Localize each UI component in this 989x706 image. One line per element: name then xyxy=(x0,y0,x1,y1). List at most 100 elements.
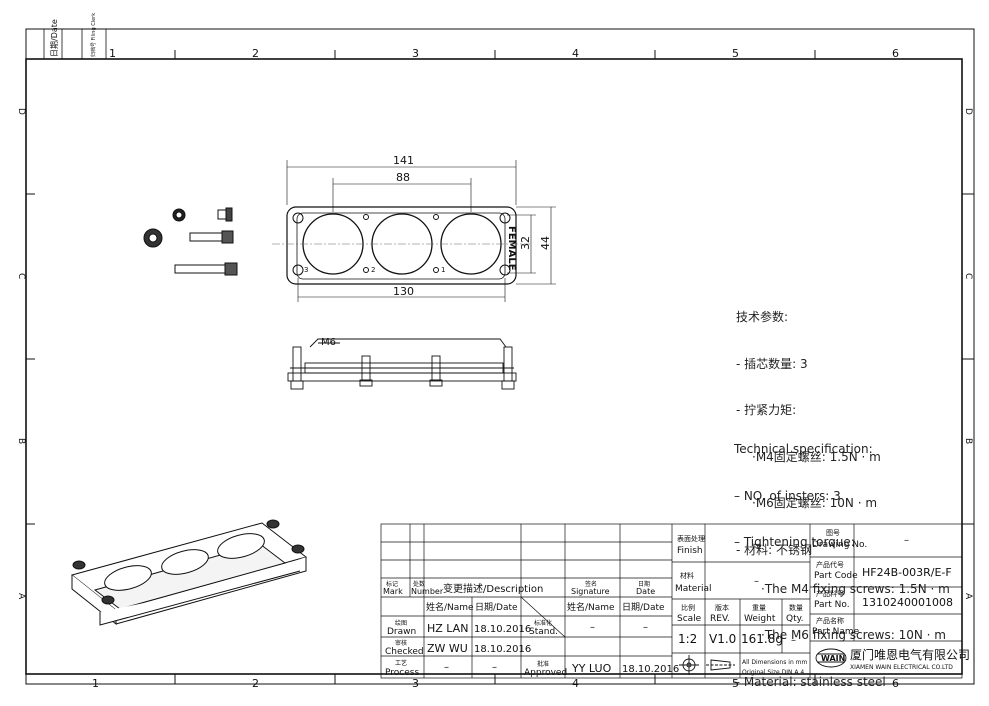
logo-text: WAIN xyxy=(821,654,845,663)
signature-cn: 签名 xyxy=(585,580,597,588)
mark-en: Mark xyxy=(383,587,403,596)
frame-isometric-view xyxy=(70,519,308,626)
spec-en-line: – Material: stainless steel xyxy=(734,674,886,689)
spec-cn-title: 技术参数: xyxy=(736,310,789,324)
col-label: 1 xyxy=(92,677,99,690)
pin-label: 3 xyxy=(304,266,308,274)
mark-cn: 标记 xyxy=(386,580,398,588)
spec-cn-line: - 拧紧力矩: xyxy=(736,403,797,417)
col-label: 1 xyxy=(109,47,116,60)
process-date: – xyxy=(492,662,497,673)
part-name-cn: 产品名称 xyxy=(816,616,844,625)
filing-strip-label: 归档号 Filing Clerk xyxy=(90,13,97,57)
date-strip-label: 日期/Date xyxy=(50,19,59,57)
company-en: XIAMEN WAIN ELECTRICAL CO.LTD xyxy=(850,664,953,671)
col-label: 4 xyxy=(572,677,579,690)
scale-value: 1:2 xyxy=(678,632,697,646)
name-header: 姓名/Name xyxy=(426,601,474,613)
date-en: Date xyxy=(636,587,655,596)
dimension-inner: 88 xyxy=(396,171,410,184)
approved-cn: 批准 xyxy=(537,660,549,668)
spec-cn-line: - 插芯数量: 3 xyxy=(736,356,808,371)
part-no-cn: 产品料号 xyxy=(816,589,844,598)
checked-cn: 审核 xyxy=(395,639,407,647)
scale-cn: 比例 xyxy=(681,603,695,612)
dimensions-note: All Dimensions in mm xyxy=(742,659,807,666)
checked-date: 18.10.2016 xyxy=(474,644,531,655)
spec-cn-line: ·M4固定螺丝: 1.5N · m xyxy=(752,449,881,464)
drawn-name: HZ LAN xyxy=(427,622,468,635)
spec-en-line: – Tightening torque: xyxy=(734,535,855,549)
date-header: 日期/Date xyxy=(475,602,518,613)
col-label: 6 xyxy=(892,47,899,60)
spec-en: Technical specification: – NO. of inster… xyxy=(734,411,950,706)
standard-cn: 标准化 xyxy=(534,619,552,627)
dimension-base: 130 xyxy=(393,285,414,298)
weight-cn: 重量 xyxy=(752,604,766,612)
approved-name: YY LUO xyxy=(571,662,612,675)
col-label: 6 xyxy=(892,677,899,690)
screw-set xyxy=(143,207,238,276)
dimensions xyxy=(286,160,556,302)
spec-cn: 技术参数: - 插芯数量: 3 - 拧紧力矩: ·M4固定螺丝: 1.5N · … xyxy=(736,279,881,574)
grid-columns: 1 2 3 4 5 6 1 2 3 4 5 6 xyxy=(92,47,899,690)
col-label: 3 xyxy=(412,677,419,690)
dimension-height-outer: 44 xyxy=(539,236,552,250)
title-block-grid xyxy=(380,523,963,679)
standard-date: – xyxy=(643,622,648,633)
qty-value: – xyxy=(791,635,796,646)
spec-en-title: Technical specification: xyxy=(734,442,873,456)
pin-label: 1 xyxy=(441,266,445,274)
drawing-no-en: Drawing No. xyxy=(812,540,867,550)
rev-en: REV. xyxy=(710,614,730,624)
spec-en-line: ·The M4 fixing screws: 1.5N · m xyxy=(761,581,950,596)
drawn-en: Drawn xyxy=(387,627,416,637)
finish-cn: 表面处理 xyxy=(677,534,705,543)
rev-cn: 版本 xyxy=(715,603,729,612)
spec-cn-line: - 材料: 不锈钢 xyxy=(736,542,813,557)
finish-en: Finish xyxy=(677,546,703,556)
col-label: 3 xyxy=(412,47,419,60)
scale-en: Scale xyxy=(677,614,702,624)
frame-side-view xyxy=(287,338,517,390)
standard-name: – xyxy=(590,622,595,633)
drawing-no-cn: 图号 xyxy=(826,529,840,537)
part-name-en: Part Name xyxy=(812,627,860,637)
screw-callout: M6 xyxy=(321,337,336,348)
name-header: 姓名/Name xyxy=(567,601,615,613)
material-value: – xyxy=(754,576,759,587)
col-label: 2 xyxy=(252,47,259,60)
wain-logo: WAIN xyxy=(815,648,847,668)
approved-en: Approved xyxy=(524,668,567,678)
signature-en: Signature xyxy=(571,587,610,596)
rev-value: V1.0 xyxy=(709,632,736,646)
description-header: 变更描述/Description xyxy=(443,582,543,595)
col-label: 2 xyxy=(252,677,259,690)
material-en: Material xyxy=(675,584,712,594)
dimensions-note: Original Size DIN A 4 xyxy=(742,669,804,676)
date-header: 日期/Date xyxy=(622,602,665,613)
qty-en: Qty. xyxy=(786,614,804,624)
process-cn: 工艺 xyxy=(395,659,407,667)
part-code-cn: 产品代号 xyxy=(816,560,844,569)
col-label: 5 xyxy=(732,677,739,690)
dimension-height-inner: 32 xyxy=(519,236,532,250)
row-label: D xyxy=(963,108,973,115)
part-no-value: 1310240001008 xyxy=(862,596,953,609)
finish-value: – xyxy=(754,539,759,550)
row-label: B xyxy=(963,438,973,444)
row-label: C xyxy=(16,273,26,279)
company-cn: 厦门唯恩电气有限公司 xyxy=(850,647,970,662)
col-label: 5 xyxy=(732,47,739,60)
col-label: 4 xyxy=(572,47,579,60)
approved-date: 18.10.2016 xyxy=(622,664,679,675)
grid-rows: D C B A D C B A xyxy=(16,108,974,600)
frame-front-view: FEMALE 3 2 1 xyxy=(272,206,530,285)
checked-name: ZW WU xyxy=(427,642,468,655)
number-en: Number xyxy=(411,587,444,596)
part-code-value: HF24B-003R/E-F xyxy=(862,566,952,579)
row-label: A xyxy=(963,593,973,600)
drawn-cn: 绘图 xyxy=(395,619,407,627)
